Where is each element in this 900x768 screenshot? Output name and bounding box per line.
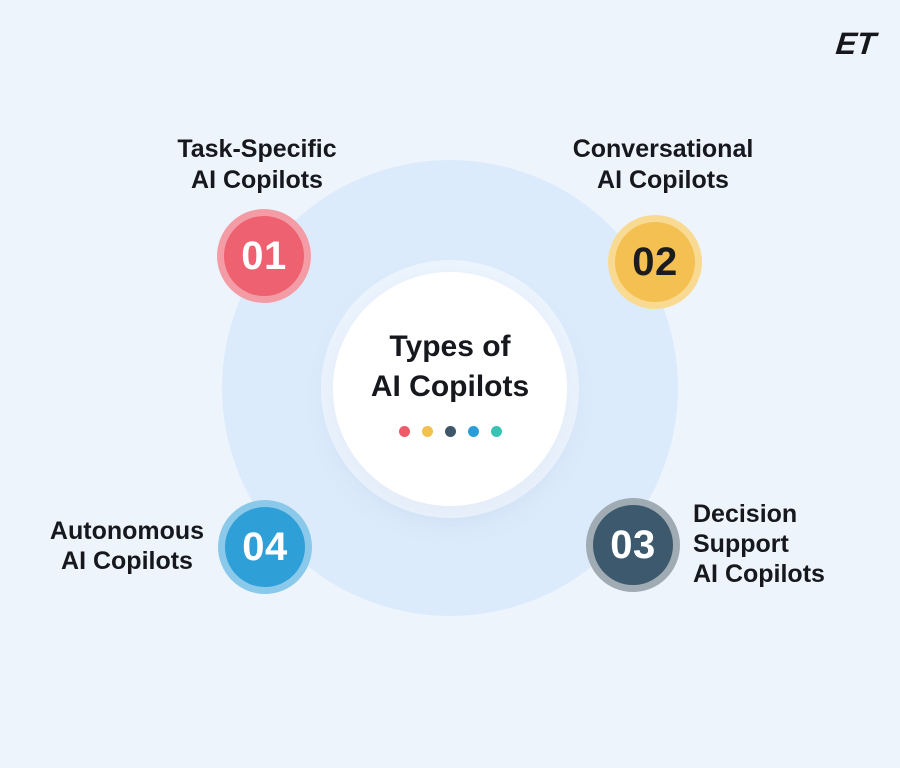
number-badge-02-text: 02 [632, 239, 678, 284]
label-task-specific: Task-Specific AI Copilots [177, 135, 337, 194]
number-badge-01: 01 [217, 209, 311, 303]
label-conversational: Conversational AI Copilots [572, 135, 754, 194]
number-badge-04-text: 04 [242, 524, 288, 569]
center-circle: Types of AI Copilots [333, 272, 567, 506]
number-badge-01-text: 01 [241, 233, 287, 278]
color-dot-teal [490, 426, 502, 437]
color-dot-blue [467, 426, 479, 437]
number-badge-04: 04 [218, 500, 312, 594]
color-dot-yellow [421, 426, 433, 437]
label-autonomous: Autonomous AI Copilots [49, 517, 205, 575]
et-logo: ET [834, 26, 878, 61]
color-dots [398, 426, 502, 437]
color-dot-slate [444, 426, 456, 437]
diagram-title: Types of AI Copilots [370, 330, 530, 403]
number-badge-03-text: 03 [610, 522, 656, 567]
label-decision-support: Decision Support AI Copilots [693, 500, 825, 588]
number-badge-02: 02 [608, 215, 702, 309]
number-badge-03: 03 [586, 498, 680, 592]
color-dot-red [398, 426, 410, 437]
